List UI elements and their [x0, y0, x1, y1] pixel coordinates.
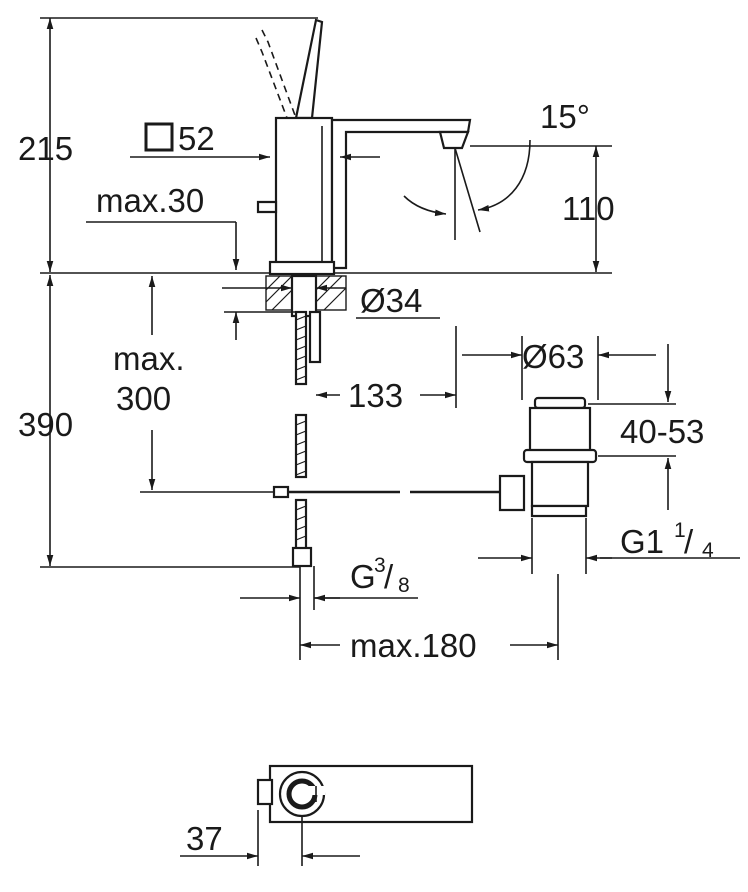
dim-angle-15: 15°	[403, 98, 590, 240]
label-max30: max.30	[96, 182, 204, 219]
label-range: 40-53	[620, 413, 704, 450]
dim-37: 37	[180, 810, 360, 866]
label-max180: max.180	[350, 627, 477, 664]
dim-dia34: Ø34	[222, 282, 440, 319]
label-height-top: 215	[18, 130, 73, 167]
top-view	[256, 764, 474, 824]
label-max300-line2: 300	[116, 380, 171, 417]
dim-g38-thread: G 3 / 8	[240, 554, 418, 602]
label-g38-slash: /	[384, 558, 394, 595]
label-g1-num: 1	[674, 519, 686, 542]
label-g38-den: 8	[398, 574, 410, 597]
label-max300-line1: max.	[113, 340, 185, 377]
label-dia34: Ø34	[360, 282, 422, 319]
label-g38-num: 3	[374, 554, 386, 577]
label-angle: 15°	[540, 98, 590, 135]
dim-dia63: Ø63	[462, 336, 656, 400]
label-width37: 37	[186, 820, 223, 857]
label-spout-height: 110	[562, 190, 615, 227]
label-g1-den: 4	[702, 539, 714, 562]
deck-mounting	[265, 274, 347, 610]
dim-max300: max. 300	[113, 276, 185, 490]
dim-max180: max.180	[299, 574, 559, 664]
label-reach: 133	[348, 377, 403, 414]
label-height-bottom: 390	[18, 406, 73, 443]
label-dia63: Ø63	[522, 338, 584, 375]
label-g38: G	[350, 558, 376, 595]
faucet-body	[255, 18, 472, 276]
dim-40-53: 40-53	[588, 344, 704, 510]
label-g1: G1	[620, 523, 664, 560]
waste-fitting	[498, 396, 598, 574]
dim-max30: max.30	[86, 182, 300, 340]
label-square: 52	[178, 120, 215, 157]
dim-g1-thread: G1 1 / 4	[478, 519, 740, 562]
popup-rod	[140, 485, 500, 499]
label-g1-slash: /	[684, 523, 694, 560]
dim-133: 133	[316, 326, 457, 414]
dim-square-52: 52	[130, 120, 380, 161]
dim-110: 110	[470, 145, 615, 272]
